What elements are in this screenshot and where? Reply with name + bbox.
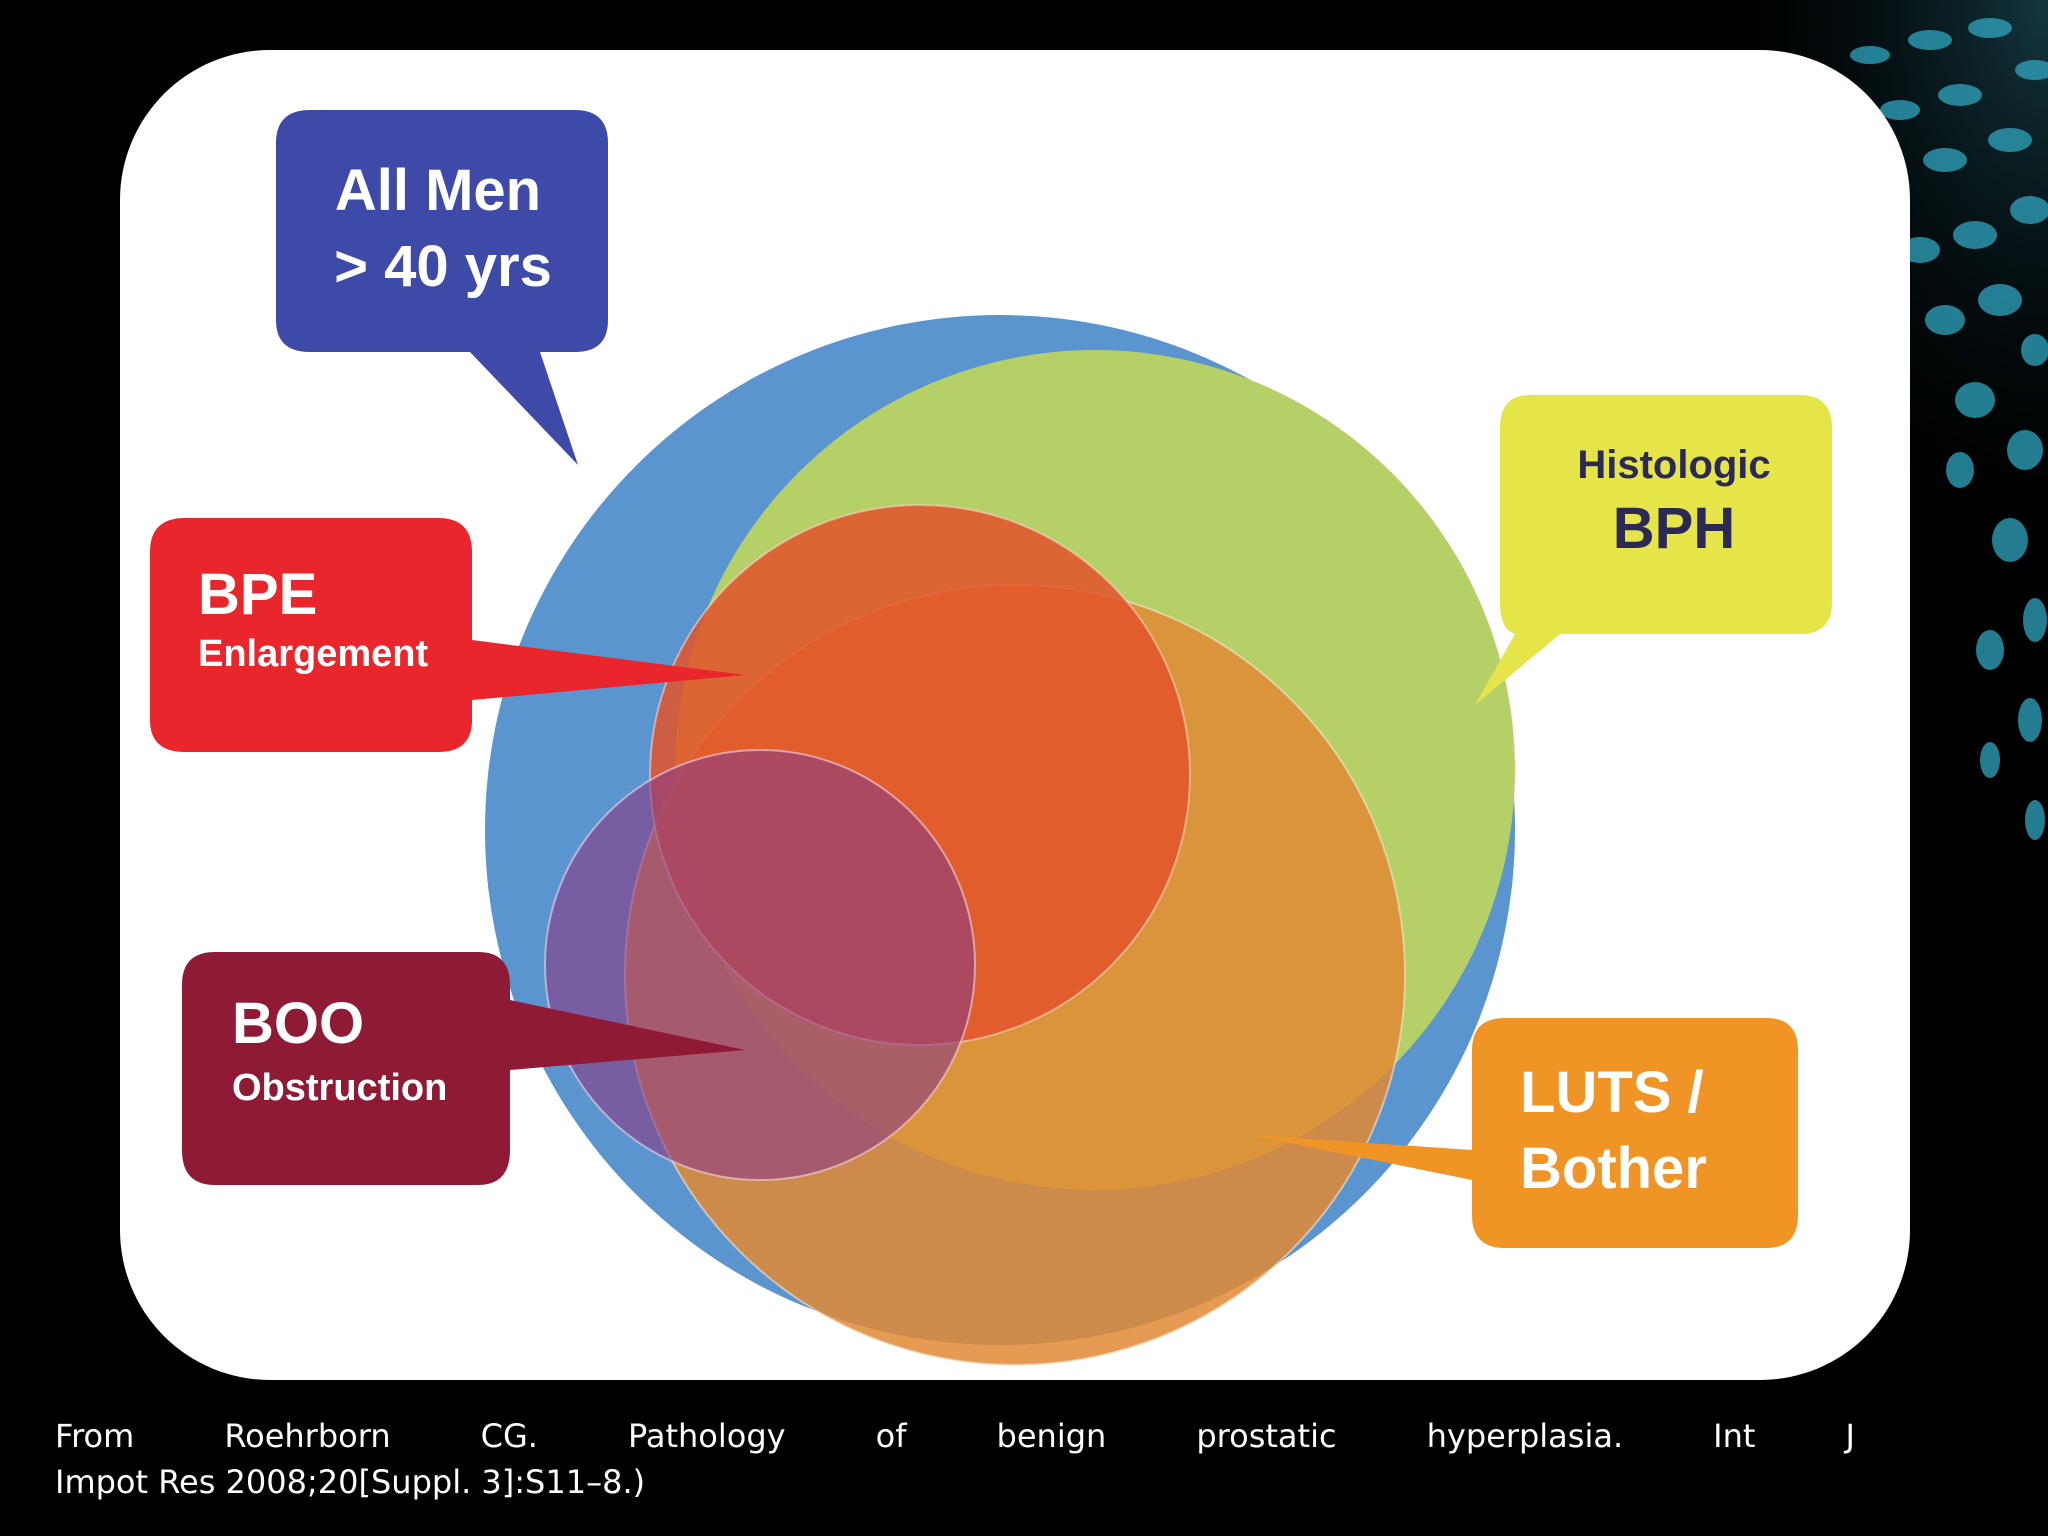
citation-word: of <box>875 1417 907 1455</box>
citation-line2: Impot Res 2008;20[Suppl. 3]:S11–8.) <box>55 1463 646 1501</box>
citation-word: From <box>55 1417 135 1455</box>
citation-word: Pathology <box>628 1417 786 1455</box>
citation-word: J <box>1845 1417 1855 1455</box>
callout-all-men: All Men > 40 yrs <box>276 110 608 465</box>
circle-boo <box>544 749 976 1181</box>
enlargement-label: Enlargement <box>198 633 429 675</box>
luts-label: LUTS / <box>1520 1060 1704 1125</box>
bpe-label: BPE <box>198 562 317 627</box>
obstruction-label: Obstruction <box>232 1067 447 1109</box>
callout-luts: LUTS / Bother <box>1250 1018 1798 1248</box>
histologic-label: Histologic <box>1577 443 1770 487</box>
venn-circles <box>485 315 1515 1366</box>
callout-boo: BOO Obstruction <box>182 952 745 1185</box>
boo-label: BOO <box>232 991 364 1056</box>
bother-label: Bother <box>1520 1136 1707 1201</box>
citation-word: CG. <box>480 1417 538 1455</box>
citation-line1: From Roehrborn CG. Pathology of benign p… <box>55 1414 1855 1458</box>
citation-word: Int <box>1713 1417 1756 1455</box>
citation-word: hyperplasia. <box>1426 1417 1624 1455</box>
citation-word: prostatic <box>1196 1417 1337 1455</box>
all-men-label-line2: > 40 yrs <box>334 234 552 299</box>
bph-label: BPH <box>1613 496 1735 561</box>
callout-bpe: BPE Enlargement <box>150 518 745 752</box>
citation-word: Roehrborn <box>224 1417 391 1455</box>
all-men-label-line1: All Men <box>335 158 541 223</box>
callout-histologic-bph: Histologic BPH <box>1475 395 1832 705</box>
citation-word: benign <box>996 1417 1107 1455</box>
